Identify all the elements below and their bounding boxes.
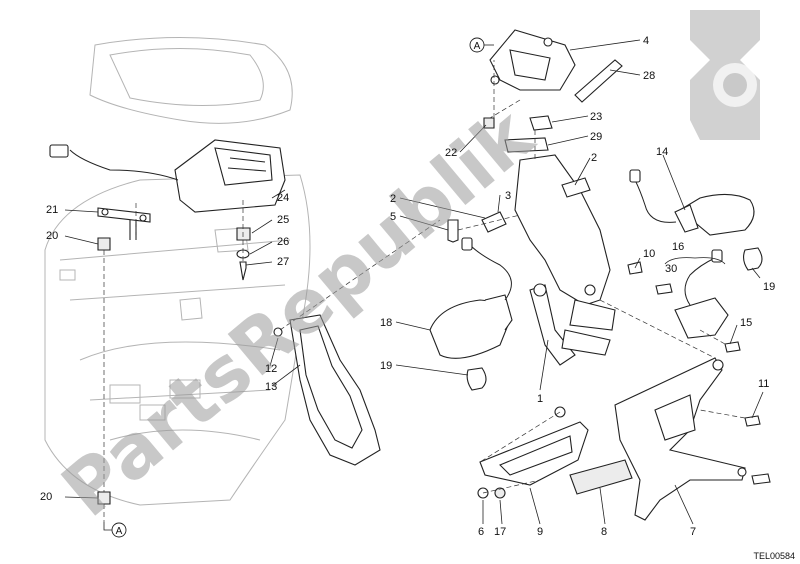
label-26: 26 [277, 236, 289, 248]
bracket-21 [97, 207, 151, 240]
screw-5 [447, 219, 459, 243]
label-14: 14 [656, 146, 668, 158]
label-2b: 2 [591, 152, 597, 164]
label-3: 3 [505, 190, 511, 202]
label-11: 11 [758, 378, 769, 390]
turn-signal-left-18 [429, 237, 513, 359]
bulb-19b [742, 247, 763, 271]
spacer-3 [481, 211, 507, 233]
diagram-code: TEL00584 [753, 551, 795, 561]
grommet-20a [97, 237, 111, 251]
label-24: 24 [277, 192, 289, 204]
label-21: 21 [46, 204, 58, 216]
bolt-right [751, 473, 771, 485]
label-22: 22 [445, 147, 457, 159]
label-19a: 19 [380, 360, 392, 372]
clip-23 [529, 115, 553, 131]
gear-logo-icon [690, 10, 760, 140]
label-2a: 2 [390, 193, 396, 205]
pin-28 [574, 59, 623, 103]
nut-17 [494, 487, 506, 499]
label-12: 12 [265, 363, 277, 375]
plate-support-1 [514, 154, 616, 366]
inner-panel-13 [273, 314, 381, 466]
screw-11 [744, 415, 761, 427]
screw-15 [724, 341, 741, 353]
label-19b: 19 [763, 281, 775, 293]
label-17: 17 [494, 526, 506, 538]
label-28: 28 [643, 70, 655, 82]
label-27: 27 [277, 256, 289, 268]
screw-27 [239, 261, 247, 281]
label-20b: 20 [40, 491, 52, 503]
label-10: 10 [643, 248, 655, 260]
reflector-8 [569, 459, 633, 495]
label-25: 25 [277, 214, 289, 226]
tail-light-assembly [49, 139, 286, 213]
reference-marker-a-top: A [469, 37, 494, 53]
label-30: 30 [665, 263, 677, 275]
label-4: 4 [643, 35, 649, 47]
reflector-bracket-9 [479, 406, 589, 486]
label-9: 9 [537, 526, 543, 538]
label-16: 16 [672, 241, 684, 253]
turn-signal-right-14 [629, 169, 755, 236]
label-6: 6 [478, 526, 484, 538]
reference-marker-a-bottom: A [103, 522, 127, 538]
label-20a: 20 [46, 230, 58, 242]
label-13: 13 [265, 381, 277, 393]
label-5: 5 [390, 211, 396, 223]
bulb-30 [655, 283, 673, 295]
upper-bracket-4 [489, 29, 576, 91]
reference-marker-a-top-label: A [474, 41, 481, 52]
label-15: 15 [740, 317, 752, 329]
plate-light-16 [674, 249, 729, 339]
grommet-25 [236, 227, 251, 241]
label-1: 1 [537, 393, 543, 405]
plate-holder-7 [614, 357, 747, 521]
grommet-20b [97, 491, 111, 505]
label-8: 8 [601, 526, 607, 538]
reference-marker-a-bottom-label: A [116, 526, 123, 537]
label-23: 23 [590, 111, 602, 123]
bulb-19a [466, 367, 487, 391]
label-7: 7 [690, 526, 696, 538]
label-18: 18 [380, 317, 392, 329]
plate-29 [504, 137, 549, 153]
label-29: 29 [590, 131, 602, 143]
